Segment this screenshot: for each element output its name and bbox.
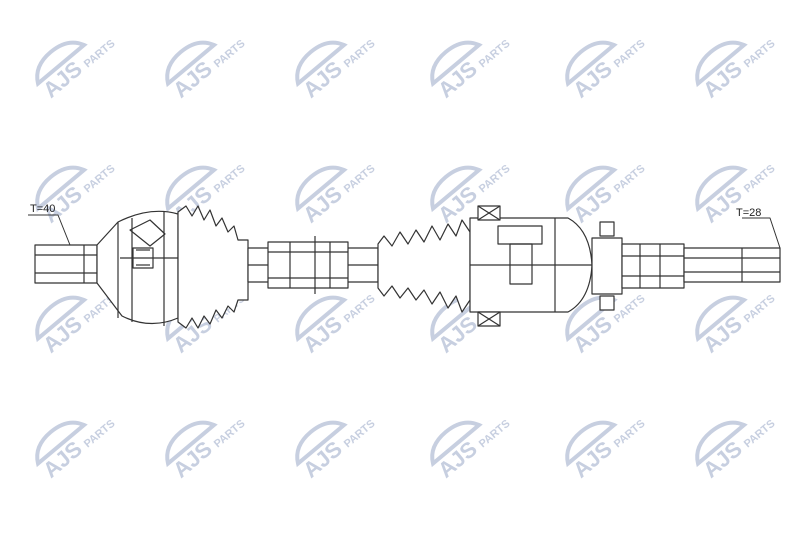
watermark-text: AJS xyxy=(568,181,617,228)
watermark-text: AJS xyxy=(433,311,482,358)
watermark-text: AJS xyxy=(168,436,217,483)
watermark-subtext: PARTS xyxy=(612,38,648,71)
watermark-text: AJS xyxy=(298,436,347,483)
watermark-text: AJS xyxy=(698,56,747,103)
inner-tripod-joint xyxy=(469,205,593,327)
watermark-text: AJS xyxy=(568,311,617,358)
watermark-subtext: PARTS xyxy=(342,293,378,326)
watermark-subtext: PARTS xyxy=(612,293,648,326)
watermark-subtext: PARTS xyxy=(342,418,378,451)
watermark-text: AJS xyxy=(698,436,747,483)
watermark-subtext: PARTS xyxy=(342,163,378,196)
right-output-shaft xyxy=(591,221,685,311)
watermark-text: AJS xyxy=(38,436,87,483)
leader-lines xyxy=(28,214,781,249)
inner-boot xyxy=(377,219,471,313)
watermark-text: AJS xyxy=(38,311,87,358)
watermark-text: AJS xyxy=(568,436,617,483)
watermark-text: AJS xyxy=(433,436,482,483)
watermark-subtext: PARTS xyxy=(742,38,778,71)
watermark-text: AJS xyxy=(298,181,347,228)
watermark-subtext: PARTS xyxy=(82,163,118,196)
watermark-subtext: PARTS xyxy=(82,38,118,71)
outer-boot xyxy=(177,205,249,329)
left-stub-shaft xyxy=(34,244,98,284)
watermark-subtext: PARTS xyxy=(477,38,513,71)
watermark-text: AJS xyxy=(38,56,87,103)
watermark-subtext: PARTS xyxy=(212,163,248,196)
watermark-text: AJS xyxy=(168,56,217,103)
right-stub-shaft xyxy=(683,247,781,283)
watermark-text: AJS xyxy=(298,311,347,358)
drive-shaft xyxy=(28,205,781,329)
watermark-text: AJS xyxy=(298,56,347,103)
watermark-text: AJS xyxy=(698,311,747,358)
watermark-subtext: PARTS xyxy=(742,163,778,196)
watermark-subtext: PARTS xyxy=(742,418,778,451)
watermark-text: AJS xyxy=(568,56,617,103)
watermark-subtext: PARTS xyxy=(212,38,248,71)
watermark-text: AJS xyxy=(698,181,747,228)
watermark-subtext: PARTS xyxy=(212,418,248,451)
damper-weight xyxy=(267,236,349,294)
watermark-subtext: PARTS xyxy=(742,293,778,326)
left-spline-label: T=40 xyxy=(30,203,55,215)
outer-cv-joint xyxy=(96,210,179,326)
watermark-subtext: PARTS xyxy=(82,418,118,451)
watermark-text: AJS xyxy=(433,56,482,103)
watermark-subtext: PARTS xyxy=(477,418,513,451)
watermark-subtext: PARTS xyxy=(612,163,648,196)
watermark-subtext: PARTS xyxy=(477,163,513,196)
watermark-subtext: PARTS xyxy=(342,38,378,71)
watermark-subtext: PARTS xyxy=(612,418,648,451)
right-spline-label: T=28 xyxy=(736,207,761,219)
